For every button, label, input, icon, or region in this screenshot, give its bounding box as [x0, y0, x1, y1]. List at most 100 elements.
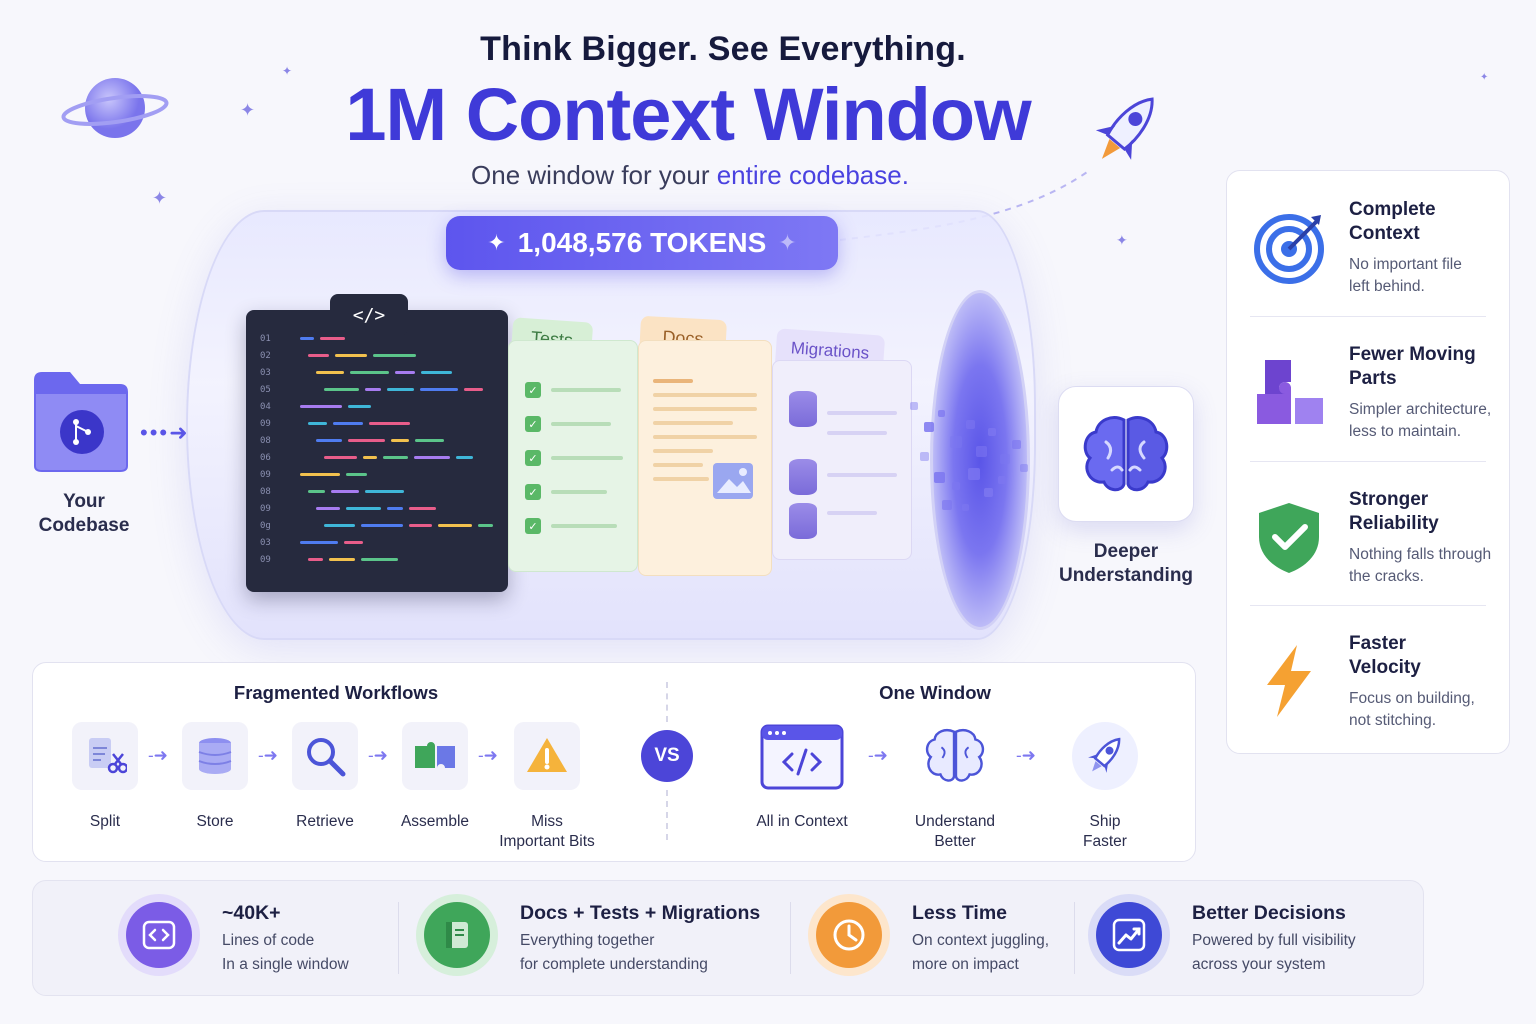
pixel-block — [998, 476, 1006, 484]
pixel-block — [910, 402, 918, 410]
pixel-block — [938, 410, 945, 417]
database-icon — [789, 459, 817, 495]
code-line: 09 — [260, 415, 500, 432]
target-icon — [1254, 214, 1324, 284]
divider — [1074, 902, 1075, 974]
step-split: Split — [50, 722, 160, 832]
docs-card — [638, 340, 772, 576]
sparkle-icon: ✦ — [1116, 232, 1128, 248]
code-panel — [246, 310, 508, 592]
divider — [790, 902, 791, 974]
pixel-block — [920, 452, 929, 461]
brain-box — [1058, 386, 1194, 522]
book-icon — [446, 922, 468, 948]
arrow-right-icon: -➜ — [478, 746, 498, 765]
code-line: 02 — [260, 347, 500, 364]
scissors-doc-icon — [89, 738, 127, 774]
features-panel — [1226, 170, 1510, 754]
pixel-block — [924, 422, 934, 432]
tube-opening — [930, 290, 1030, 630]
brain-icon — [1083, 416, 1169, 492]
puzzle-icon — [1257, 360, 1323, 424]
clock-icon — [833, 919, 865, 951]
code-line: 06 — [260, 449, 500, 466]
puzzle-icon — [415, 742, 455, 768]
code-line: 08 — [260, 483, 500, 500]
test-row: ✓ — [509, 407, 637, 441]
subtitle-prefix: One window for your — [471, 160, 717, 190]
lightning-icon — [1267, 645, 1311, 717]
database-icon — [789, 391, 817, 427]
brain-icon — [925, 729, 985, 782]
pixel-block — [952, 482, 960, 490]
code-tab: </> — [330, 294, 408, 336]
check-icon: ✓ — [525, 484, 541, 500]
divider — [1250, 605, 1486, 606]
one-window-title: One Window — [879, 682, 991, 703]
rocket-icon — [1088, 737, 1121, 773]
rocket-icon — [1095, 97, 1154, 160]
sparkle-icon: ✦ — [487, 230, 506, 255]
planet-icon — [61, 78, 169, 138]
pixel-block — [976, 446, 987, 457]
arrow-right-icon: -➜ — [258, 746, 278, 765]
pixel-block — [984, 488, 993, 497]
vs-badge: VS — [641, 730, 693, 782]
trend-chart-icon — [1112, 918, 1146, 952]
divider — [398, 902, 399, 974]
migrations-card — [772, 360, 912, 560]
tagline: Think Bigger. See Everything. — [480, 30, 966, 68]
pixel-block — [968, 468, 980, 480]
pixel-block — [1012, 440, 1021, 449]
pixel-block — [962, 504, 969, 511]
code-window-icon — [760, 724, 844, 790]
token-count-badge: ✦1,048,576 TOKENS✦ — [446, 216, 838, 270]
divider — [666, 682, 668, 722]
arrow-right-icon: -➜ — [868, 746, 888, 765]
pixel-block — [1020, 464, 1028, 472]
folder-git-icon — [34, 372, 128, 472]
code-line: 0g — [260, 517, 500, 534]
pixel-block — [942, 500, 952, 510]
code-icon — [142, 920, 176, 950]
subtitle-highlight: entire codebase. — [716, 160, 909, 190]
sparkle-icon: ✦ — [240, 100, 256, 120]
arrow-right-icon: •••➜ — [140, 420, 190, 445]
pixel-stream — [880, 392, 1040, 522]
fragmented-workflows-title: Fragmented Workflows — [233, 682, 439, 703]
check-icon: ✓ — [525, 416, 541, 432]
arrow-right-icon: -➜ — [368, 746, 388, 765]
sparkle-icon: ✦ — [152, 188, 168, 208]
test-row: ✓ — [509, 509, 637, 543]
code-line: 03 — [260, 534, 500, 551]
flight-path — [840, 169, 1091, 241]
check-icon: ✓ — [525, 518, 541, 534]
tests-card: ✓ ✓ ✓ ✓ ✓ — [508, 340, 638, 572]
shield-check-icon — [1259, 503, 1319, 573]
code-line: 09 — [260, 500, 500, 517]
pixel-block — [966, 420, 975, 429]
test-row: ✓ — [509, 373, 637, 407]
step-all-in-context: All in Context — [742, 722, 862, 832]
sparkle-icon: ✦ — [282, 64, 293, 78]
stat-docs-tests-migrations: Docs + Tests + Migrations Everything tog… — [424, 896, 774, 980]
test-row: ✓ — [509, 475, 637, 509]
code-line: 09 — [260, 466, 500, 483]
divider — [1250, 461, 1486, 462]
image-icon — [713, 463, 753, 499]
code-line: 04 — [260, 398, 500, 415]
sparkle-icon: ✦ — [1480, 72, 1489, 83]
check-icon: ✓ — [525, 382, 541, 398]
pixel-block — [988, 428, 996, 436]
test-row: ✓ — [509, 441, 637, 475]
subtitle: One window for your entire codebase. — [0, 160, 1380, 191]
